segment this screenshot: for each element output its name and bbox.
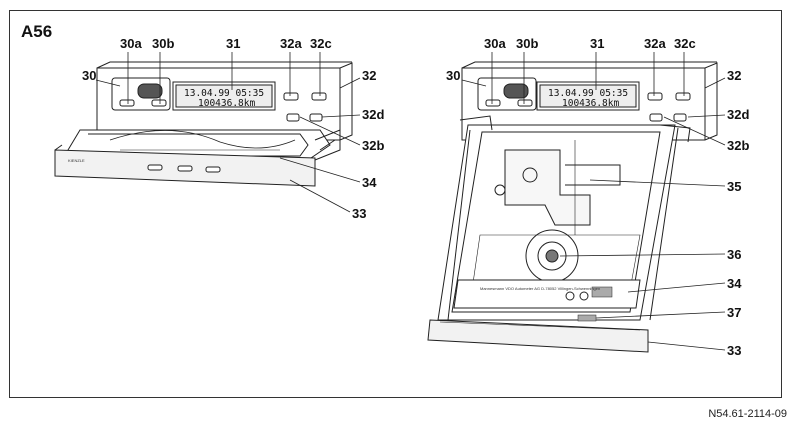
callout-33: 33 bbox=[352, 206, 366, 221]
callout-32c: 32c bbox=[310, 36, 332, 51]
right-tachograph bbox=[427, 61, 718, 353]
callout-34-right: 34 bbox=[727, 276, 742, 291]
callout-32d-right: 32d bbox=[727, 107, 749, 122]
callout-32: 32 bbox=[362, 68, 376, 83]
callout-30-right: 30 bbox=[446, 68, 460, 83]
callout-32a: 32a bbox=[280, 36, 302, 51]
callout-32c-right: 32c bbox=[674, 36, 696, 51]
callout-30b-right: 30b bbox=[516, 36, 538, 51]
callout-32b-right: 32b bbox=[727, 138, 749, 153]
callout-30b: 30b bbox=[152, 36, 174, 51]
callout-32b: 32b bbox=[362, 138, 384, 153]
callout-37: 37 bbox=[727, 305, 741, 320]
callout-31: 31 bbox=[226, 36, 240, 51]
callout-30a: 30a bbox=[120, 36, 142, 51]
right-display-line2: 100436.8km bbox=[562, 98, 619, 109]
callout-34: 34 bbox=[362, 175, 377, 190]
callout-30: 30 bbox=[82, 68, 96, 83]
figure-code: A56 bbox=[21, 22, 53, 41]
left-callouts: 30a 30b 31 32a 32c 30 32 32d 32b 34 33 bbox=[82, 36, 384, 221]
right-leader-lines bbox=[461, 52, 726, 351]
callout-31-right: 31 bbox=[590, 36, 604, 51]
left-display-line1: 13.04.99 05:35 bbox=[184, 88, 264, 99]
callout-32d: 32d bbox=[362, 107, 384, 122]
right-callouts: 30a 30b 31 32a 32c 30 32 32d 32b 35 36 3… bbox=[446, 36, 749, 358]
callout-33-right: 33 bbox=[727, 343, 741, 358]
right-display-line1: 13.04.99 05:35 bbox=[548, 88, 628, 99]
callout-32-right: 32 bbox=[727, 68, 741, 83]
right-plate-text: Mannesmann VDO Autometer AG D-78052 Vill… bbox=[480, 286, 600, 291]
reference-code: N54.61-2114-09 bbox=[708, 408, 787, 420]
left-display-line2: 100436.8km bbox=[198, 98, 255, 109]
callout-35: 35 bbox=[727, 179, 741, 194]
left-leader-lines bbox=[95, 52, 361, 213]
left-tachograph bbox=[54, 61, 353, 187]
callout-30a-right: 30a bbox=[484, 36, 506, 51]
callout-36: 36 bbox=[727, 247, 741, 262]
callout-32a-right: 32a bbox=[644, 36, 666, 51]
left-brand: KIENZLE bbox=[68, 158, 85, 163]
figure-frame bbox=[9, 10, 782, 398]
